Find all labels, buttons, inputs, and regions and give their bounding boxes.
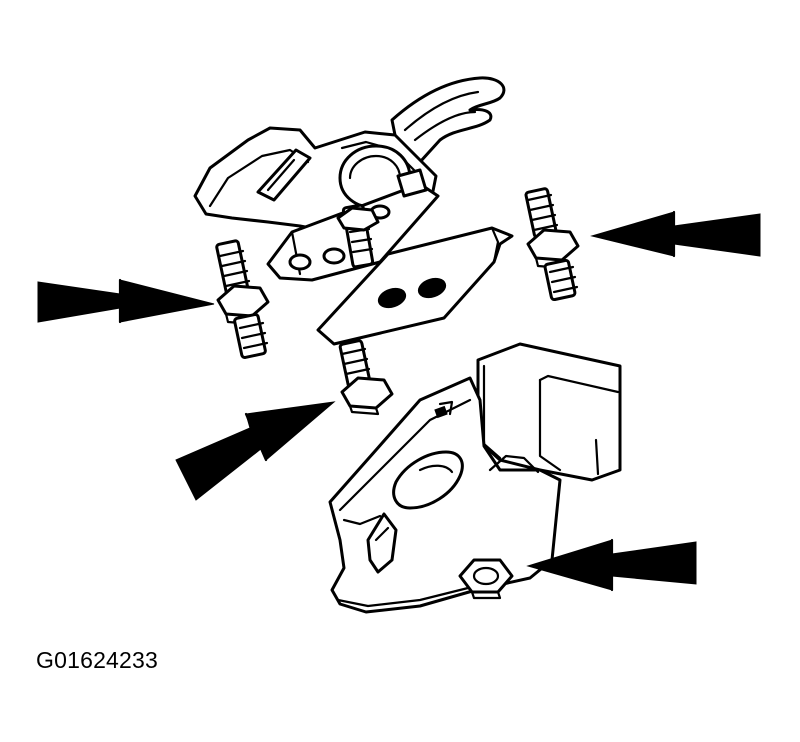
engine-mount [193,76,506,282]
right-stud [524,187,580,302]
figure-code: G01624233 [36,647,159,673]
spacer-plate [316,226,514,346]
arrow-left-stud [37,278,215,324]
arrow-center-bolt [175,401,336,501]
frame-nut [458,558,514,600]
frame-bracket [328,342,622,614]
center-bolt [338,339,394,416]
arrow-right-stud [590,210,761,258]
arrow-frame-nut [526,538,697,592]
left-stud [215,239,270,359]
